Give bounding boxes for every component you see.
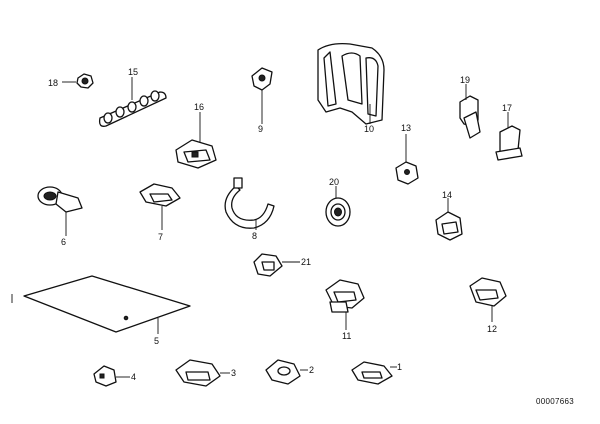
part-8-ring-clip: 8 [224,177,275,241]
callout-17: 17 [502,103,512,113]
callout-12: 12 [487,324,497,334]
part-4-clip: 4 [93,365,136,387]
callout-5: 5 [154,336,159,346]
part-1-clip: 1 [351,361,402,385]
callout-7: 7 [158,232,163,242]
part-2-clip: 2 [265,359,314,385]
part-7-bracket: 7 [139,183,181,242]
part-21-clip: 21 [253,253,311,277]
callout-13: 13 [401,123,411,133]
callout-16: 16 [194,102,204,112]
callout-2: 2 [309,365,314,375]
callout-11: 11 [342,331,351,341]
part-11-clamp: 11 [325,279,365,341]
callout-8: 8 [252,231,257,241]
part-19-clip: 19 [459,75,481,139]
callout-15: 15 [128,67,138,77]
callout-4: 4 [131,372,136,382]
callout-1: 1 [397,362,402,372]
part-10-rubber-boot: 10 [317,42,385,134]
callout-19: 19 [460,75,470,85]
part-16-bracket: 16 [175,102,217,169]
callout-9: 9 [258,124,263,134]
part-12-clamp: 12 [469,277,507,334]
callout-3: 3 [231,368,236,378]
callout-14: 14 [442,190,452,200]
callout-6: 6 [61,237,66,247]
part-3-clamp: 3 [175,359,236,387]
callout-21: 21 [301,257,311,267]
part-14-clip: 14 [435,190,463,241]
part-18-nut: 18 [48,73,94,89]
part-17-clip: 17 [495,103,523,161]
part-20-grommet: 20 [325,177,351,227]
part-6-pipe-clamp: 6 [37,186,83,247]
callout-10: 10 [364,124,374,134]
part-5-mat: 5 [11,275,191,346]
callout-20: 20 [329,177,339,187]
reference-number: 00007663 [536,397,574,406]
part-9-clip: 9 [251,67,273,134]
part-13-clip: 13 [395,123,419,185]
callout-18: 18 [48,78,58,88]
part-15-grommet-strip: 15 [98,67,167,127]
